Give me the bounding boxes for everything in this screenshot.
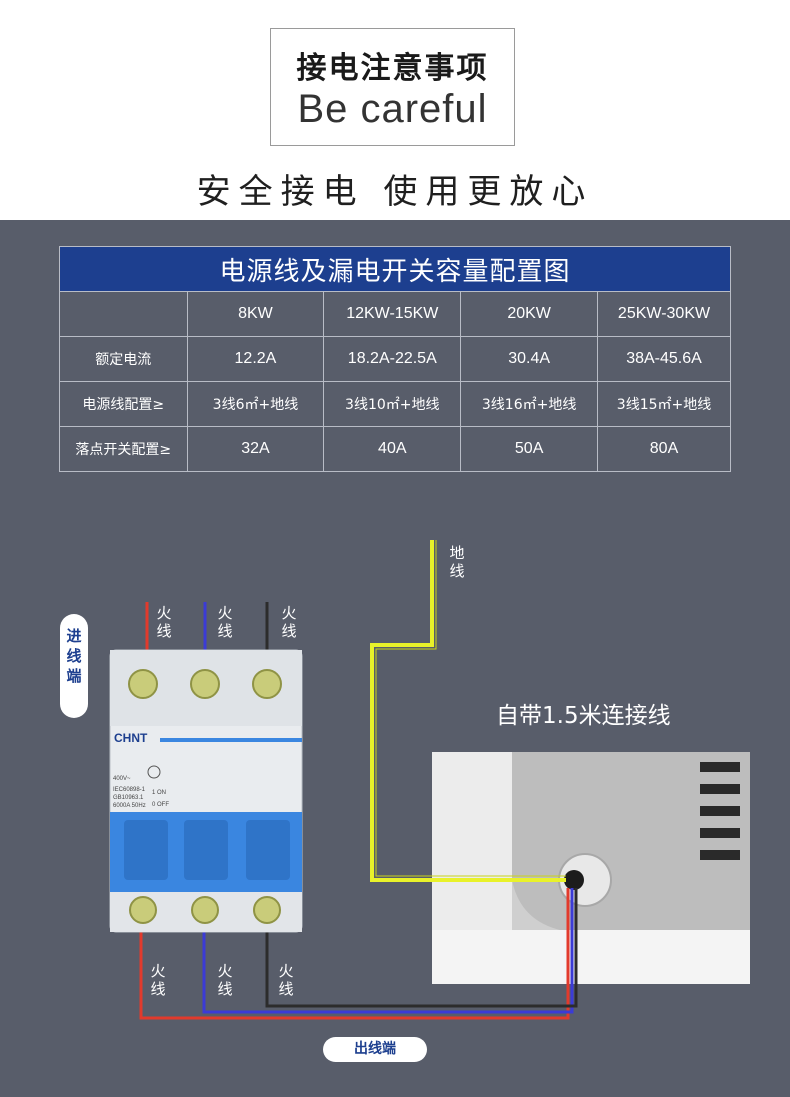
row-label: 落点开关配置≥ (59, 426, 188, 472)
input-terminal-label: 进线端 (66, 627, 82, 685)
table-cell (59, 291, 188, 337)
live-wire-label: 火线 (150, 962, 166, 998)
table-cell: 40A (323, 426, 462, 472)
column-header: 8KW (186, 291, 325, 337)
spec-table: 电源线及漏电开关容量配置图 8KW 12KW-15KW 20KW 25KW-30… (59, 246, 731, 472)
table-cell: 50A (460, 426, 599, 472)
blue-output-wire (202, 888, 574, 1014)
table-cell: 12.2A (186, 336, 325, 382)
output-terminal-badge: 出线端 (323, 1037, 427, 1062)
terminal-screw (190, 669, 220, 699)
cable-note: 自带1.5米连接线 (496, 703, 671, 729)
ground-wire (370, 540, 566, 882)
page-subtitle: Be careful (297, 87, 488, 131)
vent-slot (700, 784, 740, 794)
slogan: 安全接电 使用更放心 (196, 172, 594, 212)
live-wire-label: 火线 (217, 604, 233, 640)
table-cell: 3线16㎡+地线 (460, 381, 599, 427)
input-terminal-badge: 进线端 (60, 614, 88, 718)
breaker-spec-voltage: 400V~ (113, 776, 131, 782)
column-header: 20KW (460, 291, 599, 337)
appliance-photo (432, 752, 750, 984)
ccc-mark-icon (147, 765, 161, 779)
vent-slot (700, 850, 740, 860)
table-cell: 3线10㎡+地线 (323, 381, 462, 427)
terminal-screw (253, 896, 281, 924)
table-header-row: 电源线及漏电开关容量配置图 (59, 246, 731, 292)
table-cell: 30.4A (460, 336, 599, 382)
table-cell: 18.2A-22.5A (323, 336, 462, 382)
table-cell: 80A (597, 426, 731, 472)
red-output-wire (139, 888, 570, 1020)
vent-slot (700, 828, 740, 838)
table-cell: 38A-45.6A (597, 336, 731, 382)
breaker-spec-standard: IEC60898-1 (113, 787, 146, 793)
breaker-spec-rating: 6000A 50Hz (113, 803, 146, 809)
breaker-brand: CHNT (114, 731, 148, 745)
terminal-screw (191, 896, 219, 924)
breaker-off-label: 0 OFF (152, 802, 170, 808)
breaker-spec-standard-cn: GB10963.1 (113, 795, 144, 801)
row-label: 额定电流 (59, 336, 188, 382)
table-row: 额定电流 12.2A 18.2A-22.5A 30.4A 38A-45.6A (59, 336, 731, 382)
black-output-wire (265, 888, 578, 1008)
table-row: 电源线配置≥ 3线6㎡+地线 3线10㎡+地线 3线16㎡+地线 3线15㎡+地… (59, 381, 731, 427)
row-label: 电源线配置≥ (59, 381, 188, 427)
breaker-on-label: 1 ON (152, 790, 167, 796)
title-box: 接电注意事项 Be careful (270, 28, 515, 146)
live-wire-label: 火线 (156, 604, 172, 640)
live-wire-label: 火线 (281, 604, 297, 640)
table-cell: 3线15㎡+地线 (597, 381, 731, 427)
live-wire-label: 火线 (217, 962, 233, 998)
terminal-screw (128, 669, 158, 699)
live-wire-label: 火线 (278, 962, 294, 998)
table-title: 电源线及漏电开关容量配置图 (59, 246, 731, 292)
table-row: 落点开关配置≥ 32A 40A 50A 80A (59, 426, 731, 472)
header-section: 接电注意事项 Be careful 安全接电 使用更放心 (0, 0, 790, 220)
terminal-screw (252, 669, 282, 699)
page-title: 接电注意事项 (296, 51, 489, 86)
circuit-breaker (109, 649, 303, 933)
ground-wire-label: 地线 (449, 544, 465, 580)
vent-slot (700, 762, 740, 772)
terminal-screw (129, 896, 157, 924)
column-header: 25KW-30KW (597, 291, 731, 337)
table-cell: 32A (186, 426, 325, 472)
vent-slot (700, 806, 740, 816)
